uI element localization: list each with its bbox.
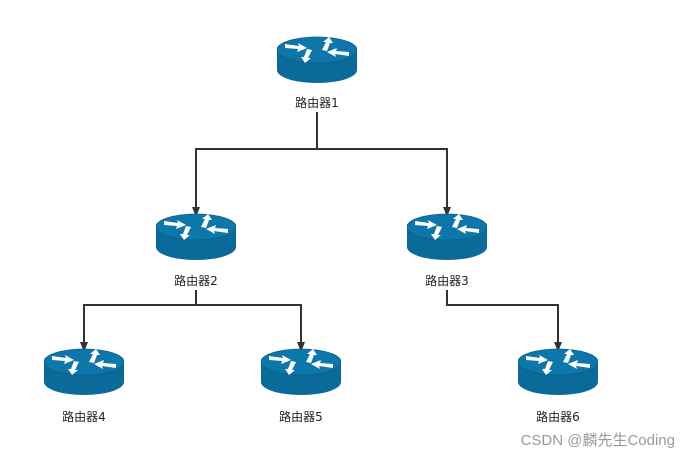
router3-router-icon: [407, 213, 487, 261]
router6-label: 路由器6: [536, 410, 580, 424]
router2-label: 路由器2: [174, 274, 218, 288]
router1-router-icon: [277, 36, 357, 84]
connector-router2-router5: [195, 290, 305, 352]
router1-label: 路由器1: [295, 96, 339, 110]
router4-label: 路由器4: [62, 410, 106, 424]
router5-label: 路由器5: [279, 410, 323, 424]
router3-label: 路由器3: [425, 274, 469, 288]
connector-router3-router6: [446, 290, 562, 352]
router6-router-icon: [518, 348, 598, 396]
connector-router1-router3: [316, 112, 451, 217]
connector-router2-router4: [80, 290, 197, 352]
connector-router1-router2: [192, 112, 318, 217]
router4-router-icon: [44, 348, 124, 396]
router5-router-icon: [261, 348, 341, 396]
watermark: CSDN @麟先生Coding: [520, 432, 675, 449]
router2-router-icon: [156, 213, 236, 261]
